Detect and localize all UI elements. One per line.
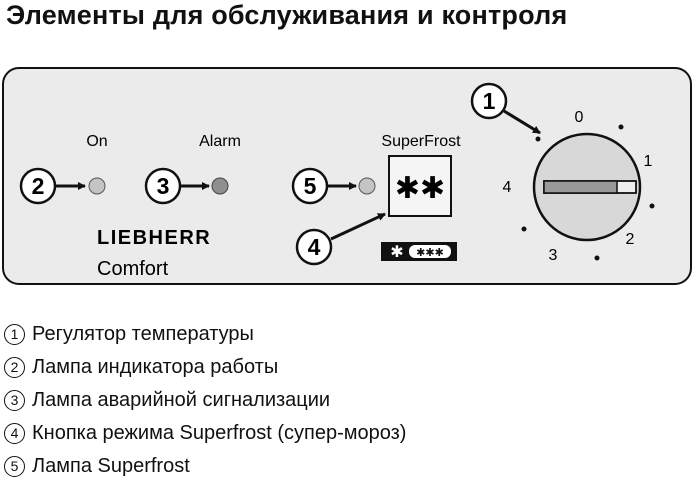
temperature-dial[interactable]	[532, 132, 642, 242]
legend-item: 4 Кнопка режима Superfrost (супер-мороз)	[4, 417, 406, 450]
legend-item: 3 Лампа аварийной сигнализации	[4, 384, 406, 417]
dial-mark-0: 0	[575, 109, 584, 126]
callout-4: 4	[295, 228, 333, 266]
callout-1-arrow	[503, 109, 541, 135]
callout-5: 5	[291, 167, 329, 205]
snowflake-icon: ✱	[390, 244, 403, 261]
svg-text:4: 4	[308, 234, 321, 260]
dial-mark-1: 1	[644, 153, 653, 170]
callout-4-arrow	[330, 212, 386, 241]
callout-2: 2	[19, 167, 57, 205]
legend-number: 2	[4, 357, 25, 378]
on-label: On	[86, 133, 107, 150]
control-panel: On Alarm SuperFrost 2 3 5 ✱✱ 4 ✱ ✱✱✱ LIE…	[2, 67, 692, 285]
legend-item: 1 Регулятор температуры	[4, 318, 406, 351]
legend: 1 Регулятор температуры 2 Лампа индикато…	[4, 318, 406, 483]
legend-text: Лампа Superfrost	[32, 455, 190, 477]
legend-item: 5 Лампа Superfrost	[4, 450, 406, 483]
on-indicator-lamp	[88, 177, 106, 195]
dial-mark-4: 4	[503, 179, 512, 196]
svg-text:2: 2	[32, 173, 45, 199]
panel-frame	[2, 67, 692, 285]
callout-3: 3	[144, 167, 182, 205]
superfrost-label: SuperFrost	[381, 133, 461, 150]
alarm-indicator-lamp	[211, 177, 229, 195]
callout-1: 1	[470, 82, 508, 120]
legend-number: 4	[4, 423, 25, 444]
legend-number: 3	[4, 390, 25, 411]
svg-text:1: 1	[483, 88, 496, 114]
legend-text: Регулятор температуры	[32, 323, 254, 345]
dial-mark-3: 3	[549, 247, 558, 264]
superfrost-badge: ✱ ✱✱✱	[381, 242, 457, 261]
legend-text: Лампа индикатора работы	[32, 356, 279, 378]
brand-logo: LIEBHERR	[97, 227, 211, 249]
legend-item: 2 Лампа индикатора работы	[4, 351, 406, 384]
legend-number: 1	[4, 324, 25, 345]
page-title: Элементы для обслуживания и контроля	[6, 0, 568, 30]
alarm-label: Alarm	[199, 133, 241, 150]
legend-text: Кнопка режима Superfrost (супер-мороз)	[32, 422, 407, 444]
legend-number: 5	[4, 456, 25, 477]
legend-text: Лампа аварийной сигнализации	[32, 389, 331, 411]
svg-text:5: 5	[304, 173, 317, 199]
superfrost-indicator-lamp	[358, 177, 376, 195]
superfrost-button[interactable]: ✱✱	[388, 155, 452, 217]
dial-scale-dots	[521, 124, 655, 261]
dial-mark-2: 2	[626, 231, 635, 248]
svg-text:3: 3	[157, 173, 170, 199]
stars-icon: ✱✱✱	[416, 247, 444, 259]
model-name: Comfort	[97, 258, 169, 280]
svg-text:✱✱: ✱✱	[395, 172, 445, 205]
